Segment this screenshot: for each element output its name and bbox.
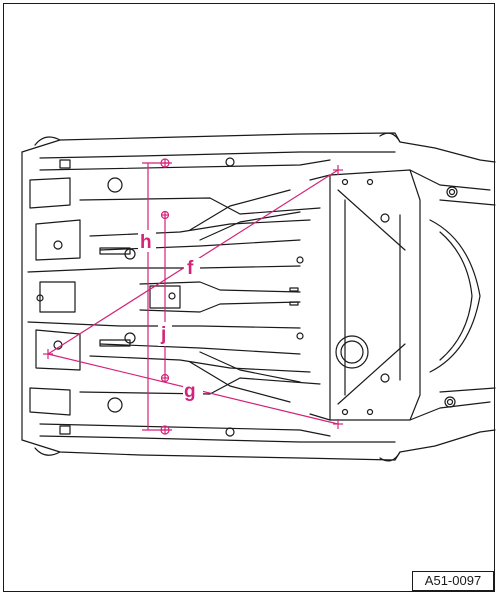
reference-point-marker bbox=[160, 425, 170, 435]
dimension-label-h: h bbox=[140, 232, 152, 253]
reference-point-marker bbox=[333, 165, 343, 175]
dimension-label-j: j bbox=[160, 324, 166, 345]
reference-point-marker bbox=[43, 349, 53, 359]
reference-point-marker bbox=[160, 210, 170, 220]
figure-reference-box: A51-0097 bbox=[412, 571, 494, 591]
underbody-outline bbox=[21, 132, 496, 462]
dimension-label-f: f bbox=[187, 258, 194, 279]
drawing-frame bbox=[3, 3, 495, 592]
dimension-label-g: g bbox=[184, 381, 196, 402]
reference-point-marker bbox=[333, 419, 343, 429]
reference-point-marker bbox=[160, 373, 170, 383]
reference-point-marker bbox=[160, 158, 170, 168]
